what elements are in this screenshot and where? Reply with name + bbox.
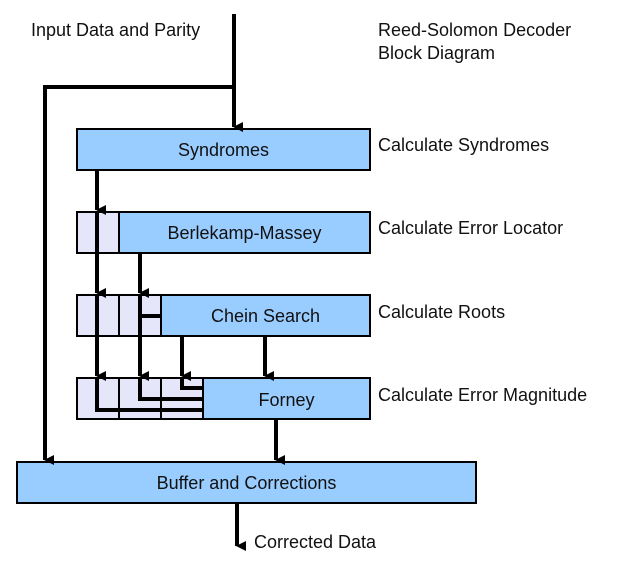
- buffer-label: Buffer and Corrections: [156, 473, 337, 493]
- bypass-line: [43, 85, 234, 465]
- output-label: Corrected Data: [254, 532, 377, 552]
- berlekamp-massey-label: Berlekamp-Massey: [167, 223, 322, 243]
- syndromes-block: [76, 128, 371, 171]
- syndromes-label: Syndromes: [177, 140, 270, 160]
- syndromes-to-forney: [95, 378, 203, 412]
- chein-search-label: Chein Search: [210, 306, 321, 326]
- diagram-title-line2: Block Diagram: [378, 43, 496, 63]
- roots-to-forney: [180, 378, 203, 390]
- locator-to-forney: [138, 378, 203, 401]
- syndromes-description: Calculate Syndromes: [378, 135, 550, 155]
- berlekamp-massey-description: Calculate Error Locator: [378, 218, 564, 238]
- buffer-block: [16, 461, 477, 504]
- chein-search-description: Calculate Roots: [378, 302, 506, 322]
- forney-label: Forney: [258, 390, 315, 410]
- chein-search-block: [76, 294, 371, 337]
- diagram-title-line1: Reed-Solomon Decoder: [378, 20, 572, 40]
- input-label: Input Data and Parity: [31, 20, 201, 40]
- forney-description: Calculate Error Magnitude: [378, 385, 588, 405]
